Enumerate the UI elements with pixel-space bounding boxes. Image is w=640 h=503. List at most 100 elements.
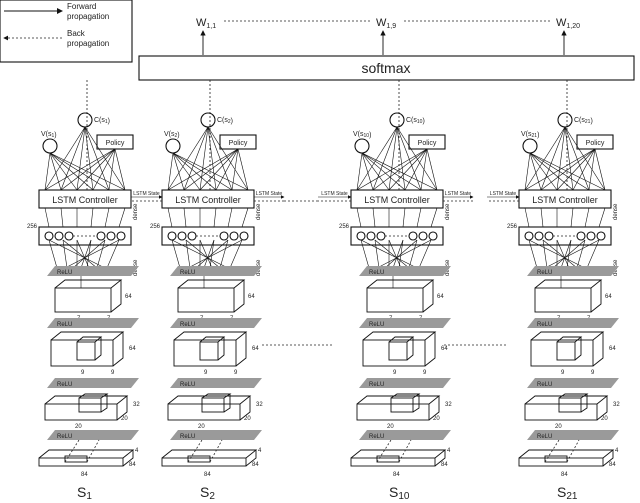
relu-3-label: ReLU — [369, 382, 384, 388]
conv-cube-3-front — [524, 403, 598, 421]
dim-84-b: 84 — [393, 472, 400, 478]
conv-cube-3-top — [44, 395, 129, 405]
dim-64-a: 64 — [125, 294, 132, 300]
neuron-relu-edge-5 — [106, 239, 120, 269]
controller-edge-2-0 — [172, 152, 201, 191]
controller-neuron-edge-4 — [584, 207, 590, 228]
neuron-0 — [167, 231, 177, 241]
dim-64-a: 64 — [437, 294, 444, 300]
cost-node — [200, 112, 216, 128]
controller-edge-0-2 — [356, 148, 428, 191]
dim-4: 4 — [135, 448, 139, 454]
dim-20-a: 20 — [601, 416, 608, 422]
conv-cube-3-inner-top — [201, 393, 232, 399]
controller-edge-5-2 — [426, 148, 438, 191]
controller-edge-3-2 — [215, 148, 239, 191]
dense-label-upper: dense — [256, 203, 262, 220]
conv-cube-1 — [54, 279, 123, 313]
column-label: S1 — [77, 484, 92, 502]
input-plate-front — [38, 457, 124, 467]
neuron-relu-cross-1 — [542, 239, 578, 269]
conv-cube-3-inner-top — [78, 393, 109, 399]
controller-edge-4-0 — [172, 152, 233, 191]
controller-edge-5-0 — [49, 152, 126, 191]
neuron-5 — [428, 231, 438, 241]
dim-4: 4 — [447, 448, 451, 454]
value-node — [42, 138, 58, 154]
dim-32: 32 — [256, 402, 263, 408]
controller-edge-3-1 — [564, 126, 574, 191]
neuron-relu-edge-5 — [586, 239, 600, 269]
controller-edge-3-2 — [92, 148, 116, 191]
policy-label: Policy — [418, 140, 437, 147]
input-plate — [350, 449, 447, 467]
legend-back-line2: propagation — [67, 39, 109, 48]
controller-neuron-edge-3 — [90, 207, 94, 228]
controller-edge-3-1 — [84, 126, 94, 191]
lstm-controller-box — [518, 189, 612, 209]
conv-cube-3-top — [167, 395, 252, 405]
policy-label: Policy — [586, 140, 605, 147]
controller-neuron-edge-1 — [60, 207, 64, 228]
conv-cube-3-inner — [390, 393, 421, 413]
dim-32: 32 — [445, 402, 452, 408]
dim-4: 4 — [258, 448, 262, 454]
proj-2 — [209, 439, 223, 463]
controller-edge-1-0 — [172, 152, 185, 191]
neuron-relu-cross-1 — [62, 239, 98, 269]
dense-label-upper: dense — [613, 203, 619, 220]
controller-edge-2-1 — [199, 126, 209, 191]
column-label-sub: 1 — [86, 491, 92, 502]
cost-node — [77, 112, 93, 128]
controller-edge-2-1 — [556, 126, 566, 191]
neuron-2 — [187, 231, 197, 241]
controller-edge-5-0 — [172, 152, 249, 191]
controller-neuron-edge-3 — [213, 207, 217, 228]
conv-cube-3-inner-front — [558, 397, 582, 413]
proj-2 — [86, 439, 100, 463]
lstm-state-s10-next: LSTM State — [443, 191, 474, 202]
neuron-3 — [408, 231, 418, 241]
relu-4: ReLU — [527, 430, 619, 440]
neuron-relu-cross-5 — [376, 239, 432, 269]
conv-cube-2-top — [362, 331, 437, 341]
cost-label: C(s1) — [94, 117, 110, 125]
controller-edge-2-1 — [388, 126, 398, 191]
units-label: 256 — [27, 224, 38, 230]
output-w-1-9: W1,9 — [376, 17, 396, 30]
relu-4: ReLU — [359, 430, 451, 440]
relu-1-plane — [527, 266, 619, 276]
conv-cube-3-inner-side — [412, 394, 420, 413]
controller-edge-1-0 — [361, 152, 374, 191]
input-receptive-field — [64, 455, 88, 463]
conv-cube-2-inner-top — [199, 336, 226, 343]
relu-1: ReLU — [527, 266, 619, 276]
relu-2: ReLU — [170, 318, 262, 328]
lstm-state-s2-dots-label: LSTM State — [256, 191, 283, 197]
conv-cube-1-side — [422, 280, 434, 313]
units-label: 256 — [507, 224, 518, 230]
dim-9-b: 9 — [591, 370, 595, 376]
lstm-controller-box — [38, 189, 132, 209]
lstm-state-s2-dots: LSTM State — [254, 191, 285, 202]
value-label: V(s1) — [41, 131, 57, 139]
relu-3-plane — [359, 378, 451, 388]
neuron-2 — [376, 231, 386, 241]
lstm-controller-box — [161, 189, 255, 209]
conv-cube-3-inner-side — [223, 394, 231, 413]
neuron-1 — [177, 231, 187, 241]
dim-4: 4 — [615, 448, 619, 454]
conv-cube-3-inner-front — [201, 397, 225, 413]
controller-edge-1-1 — [540, 126, 566, 191]
dim-84-a: 84 — [441, 462, 448, 468]
conv-cube-3 — [44, 395, 129, 421]
conv-cube-2-side — [235, 332, 247, 367]
cost-node — [389, 112, 405, 128]
neuron-3 — [576, 231, 586, 241]
relu-2-label: ReLU — [369, 322, 384, 328]
controller-edge-2-0 — [49, 152, 78, 191]
controller-edge-5-1 — [396, 126, 438, 191]
relu-2: ReLU — [47, 318, 139, 328]
conv-cube-2-front — [50, 339, 114, 367]
